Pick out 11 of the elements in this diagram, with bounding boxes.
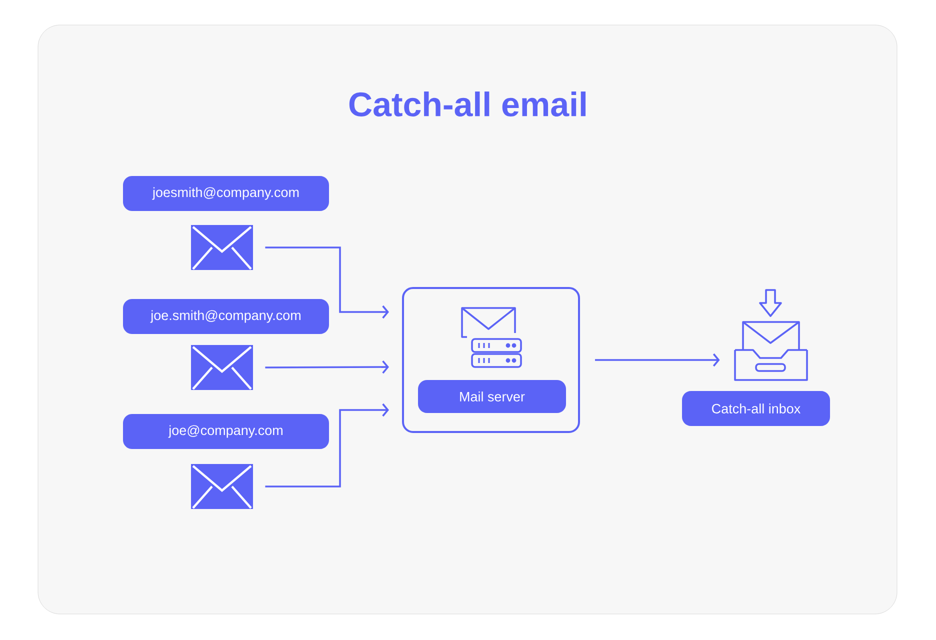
envelope-icon <box>191 225 253 270</box>
label-pill: joe@company.com <box>123 414 329 449</box>
envelope-icon <box>191 464 253 509</box>
label-pill: Mail server <box>418 380 566 413</box>
label-pill: Catch-all inbox <box>682 391 830 426</box>
inbox-icon <box>734 289 808 381</box>
label-pill: joesmith@company.com <box>123 176 329 211</box>
title: Catch-all email <box>349 92 586 116</box>
envelope-icon <box>191 345 253 390</box>
server-box <box>402 287 580 433</box>
label-pill: joe.smith@company.com <box>123 299 329 334</box>
